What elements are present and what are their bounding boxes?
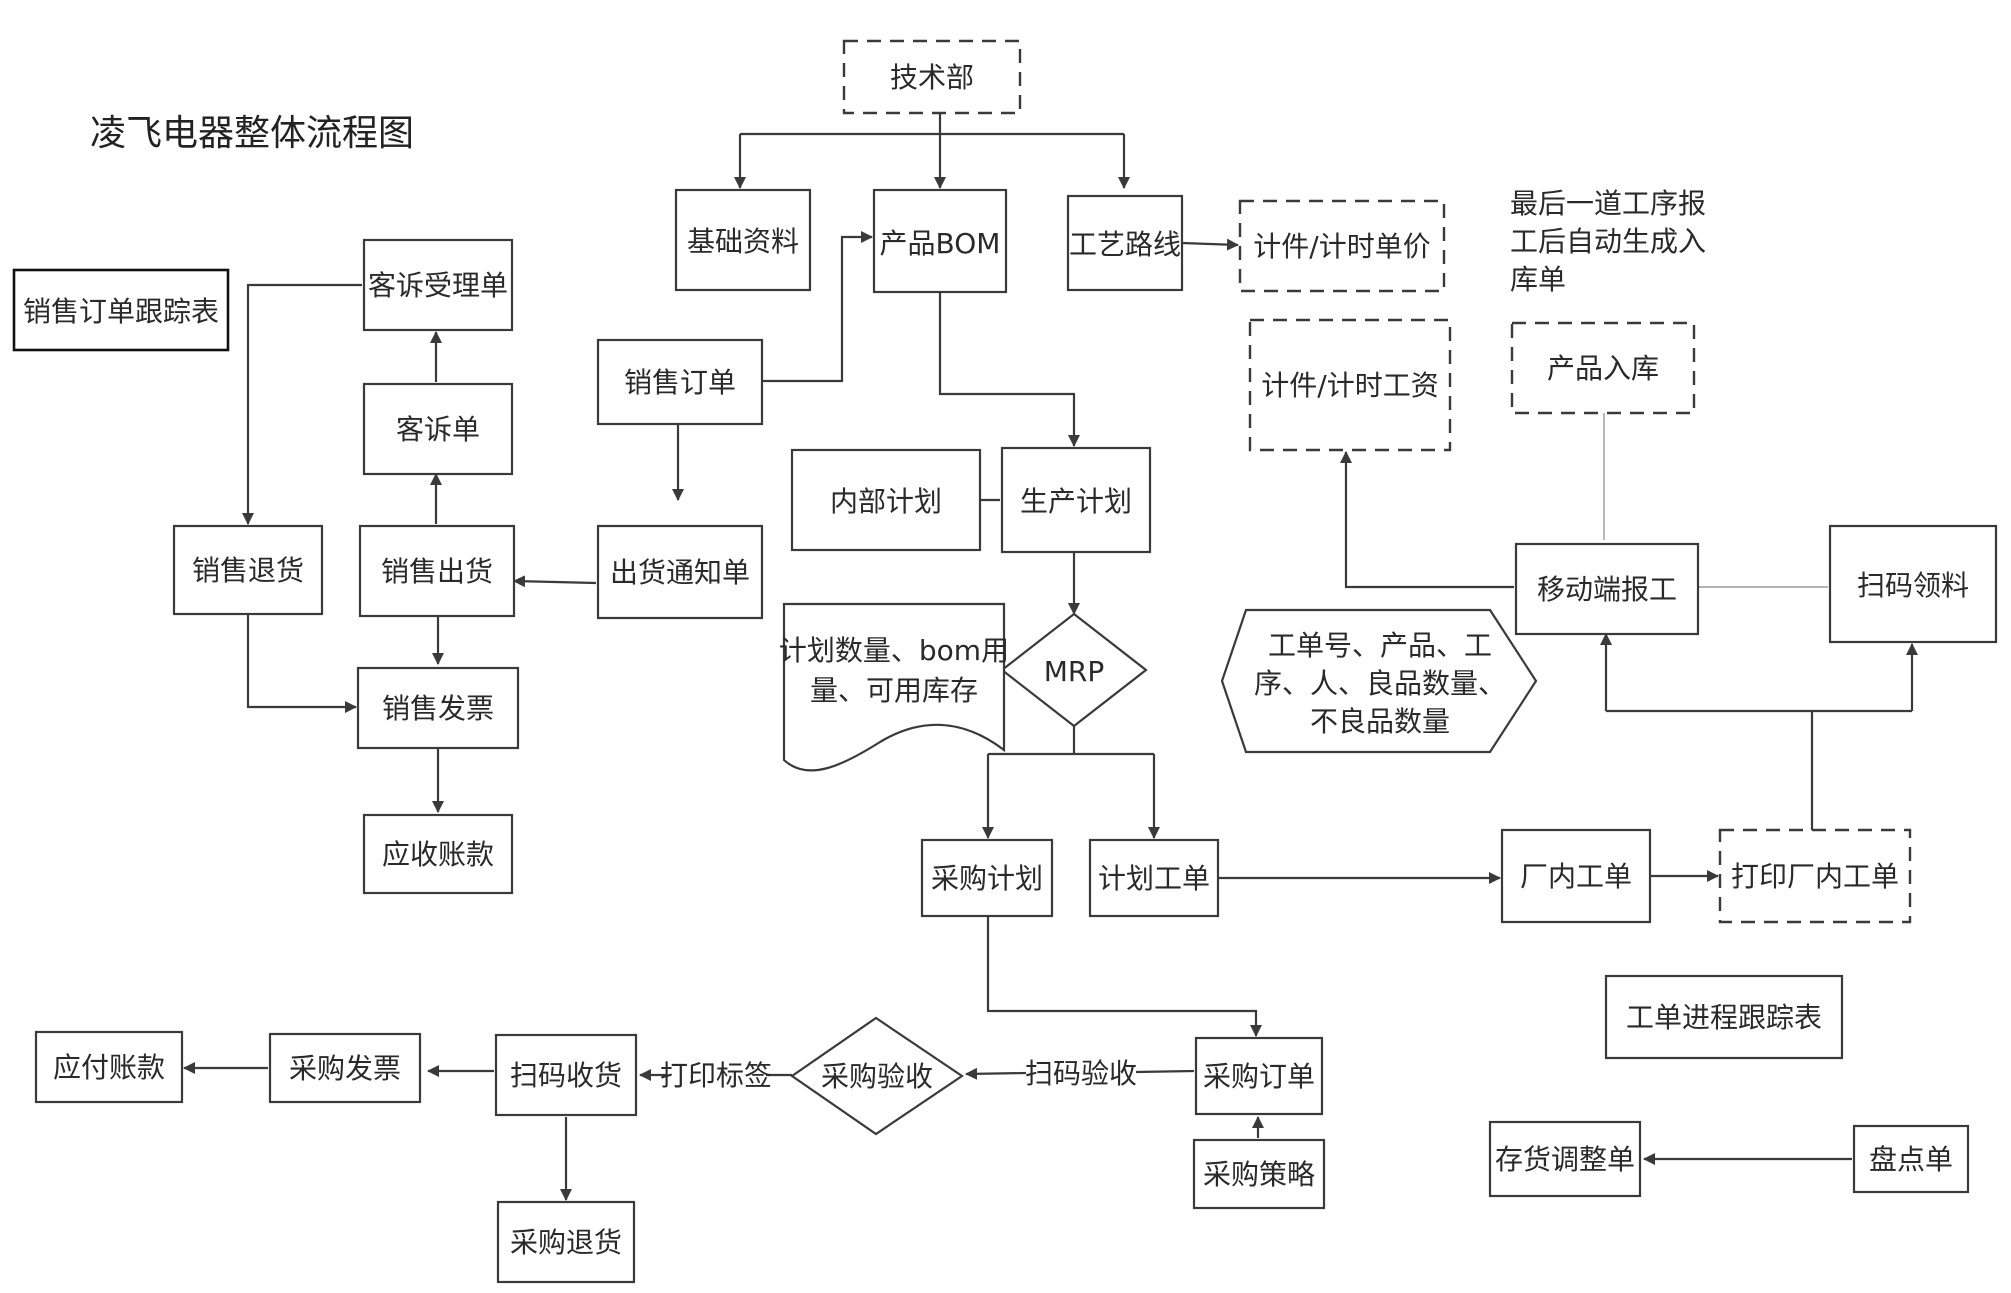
node-process-route[interactable]: 工艺路线 [1066, 194, 1184, 292]
node-purchase-strategy[interactable]: 采购策略 [1192, 1138, 1326, 1210]
node-production-plan[interactable]: 生产计划 [1000, 446, 1152, 554]
node-purchase-plan-label: 采购计划 [931, 862, 1043, 895]
node-mrp-label: MRP [1044, 655, 1105, 688]
node-purchase-inspect-label: 采购验收 [821, 1060, 933, 1093]
node-scan-pick[interactable]: 扫码领料 [1828, 524, 1998, 644]
node-sales-return[interactable]: 销售退货 [172, 524, 324, 616]
node-report-fields-line-2: 序、人、良品数量、 [1254, 667, 1506, 700]
node-report-fields-line-3: 不良品数量 [1310, 705, 1450, 738]
node-shipping-notice-label: 出货通知单 [610, 556, 750, 589]
node-piece-price[interactable]: 计件/计时单价 [1238, 199, 1446, 293]
node-receivable[interactable]: 应收账款 [362, 813, 514, 895]
node-report-fields-line-1: 工单号、产品、工 [1268, 629, 1492, 662]
edge-route-to-piece-price [1181, 238, 1239, 251]
node-stocktake-label: 盘点单 [1869, 1143, 1953, 1176]
node-purchase-strategy-label: 采购策略 [1203, 1158, 1315, 1191]
node-scan-receive[interactable]: 扫码收货 [494, 1033, 638, 1117]
node-product-stockin-label: 产品入库 [1547, 352, 1659, 385]
edge-report-to-piece-wage [1340, 451, 1514, 589]
node-tech-dept[interactable]: 技术部 [842, 39, 1022, 115]
node-mrp[interactable]: MRP [1000, 612, 1148, 728]
node-complaint-accept-label: 客诉受理单 [368, 269, 508, 302]
node-sales-order[interactable]: 销售订单 [596, 338, 764, 426]
node-sales-shipment-label: 销售出货 [381, 555, 493, 588]
note-line-1: 最后一道工序报 [1510, 187, 1706, 220]
node-payable[interactable]: 应付账款 [34, 1030, 184, 1104]
node-mobile-report-label: 移动端报工 [1537, 573, 1677, 606]
node-sales-shipment[interactable]: 销售出货 [358, 524, 516, 618]
node-complaint-accept[interactable]: 客诉受理单 [362, 238, 514, 332]
node-production-plan-label: 生产计划 [1020, 485, 1132, 518]
node-plan-workorder[interactable]: 计划工单 [1088, 838, 1220, 918]
node-shipping-notice[interactable]: 出货通知单 [596, 524, 764, 620]
node-sales-invoice[interactable]: 销售发票 [356, 666, 520, 750]
node-product-bom[interactable]: 产品BOM [872, 188, 1008, 294]
node-sales-tracking-label: 销售订单跟踪表 [23, 295, 219, 328]
node-sales-return-label: 销售退货 [192, 554, 304, 587]
node-mobile-report[interactable]: 移动端报工 [1514, 542, 1700, 636]
edge-scan-inspect-to-inspection [965, 1067, 1027, 1080]
node-sales-tracking[interactable]: 销售订单跟踪表 [12, 268, 230, 352]
node-payable-label: 应付账款 [53, 1051, 165, 1084]
node-purchase-return-label: 采购退货 [510, 1226, 622, 1259]
node-plan-doc-line-2: 量、可用库存 [810, 674, 978, 707]
node-piece-price-label: 计件/计时单价 [1253, 230, 1430, 263]
node-complaint[interactable]: 客诉单 [362, 382, 514, 476]
node-purchase-plan[interactable]: 采购计划 [920, 838, 1054, 918]
node-complaint-label: 客诉单 [396, 413, 480, 446]
node-inventory-adjust[interactable]: 存货调整单 [1488, 1120, 1642, 1198]
node-purchase-return[interactable]: 采购退货 [496, 1200, 636, 1284]
node-sales-invoice-label: 销售发票 [382, 692, 494, 725]
node-workorder-tracking-label: 工单进程跟踪表 [1626, 1001, 1822, 1034]
node-factory-workorder-label: 厂内工单 [1520, 860, 1632, 893]
edge-sales-order-to-bom [762, 231, 873, 383]
node-base-data[interactable]: 基础资料 [674, 188, 812, 292]
node-purchase-invoice-label: 采购发票 [289, 1052, 401, 1085]
edge-labels: 打印标签 扫码验收 [660, 1057, 1137, 1092]
node-piece-wage-label: 计件/计时工资 [1261, 369, 1438, 402]
node-stocktake[interactable]: 盘点单 [1852, 1124, 1970, 1194]
node-internal-plan[interactable]: 内部计划 [790, 448, 982, 552]
node-factory-workorder[interactable]: 厂内工单 [1500, 828, 1652, 924]
node-internal-plan-label: 内部计划 [830, 485, 942, 518]
node-sales-order-label: 销售订单 [624, 366, 736, 399]
node-product-stockin[interactable]: 产品入库 [1510, 321, 1696, 415]
node-receivable-label: 应收账款 [382, 838, 494, 871]
node-scan-pick-label: 扫码领料 [1857, 569, 1969, 602]
node-plan-workorder-label: 计划工单 [1098, 862, 1210, 895]
node-base-data-label: 基础资料 [687, 225, 799, 258]
node-scan-receive-label: 扫码收货 [510, 1059, 622, 1092]
node-purchase-invoice[interactable]: 采购发票 [268, 1032, 422, 1104]
edge-return-to-invoice [246, 614, 357, 713]
node-process-route-label: 工艺路线 [1069, 228, 1181, 261]
node-print-factory-workorder-label: 打印厂内工单 [1731, 860, 1899, 893]
note-line-2: 工后自动生成入 [1510, 225, 1706, 258]
node-inventory-adjust-label: 存货调整单 [1495, 1143, 1635, 1176]
edge-purchase-plan-to-order [986, 914, 1262, 1037]
edge-label-print-label: 打印标签 [660, 1059, 772, 1092]
diagram-title: 凌飞电器整体流程图 [90, 113, 414, 154]
node-product-bom-label: 产品BOM [880, 227, 1001, 260]
edge-accept-to-return [242, 283, 362, 525]
node-plan-doc[interactable]: 计划数量、bom用 量、可用库存 [779, 602, 1009, 772]
node-print-factory-workorder[interactable]: 打印厂内工单 [1718, 828, 1912, 924]
edge-bom-to-production-plan [938, 292, 1080, 447]
node-report-fields[interactable]: 工单号、产品、工 序、人、良品数量、 不良品数量 [1220, 608, 1538, 754]
edges [183, 113, 1918, 1201]
node-tech-dept-label: 技术部 [890, 61, 974, 94]
node-plan-doc-line-1: 计划数量、bom用 [779, 634, 1009, 667]
edge-order-to-scan-inspect [1135, 1069, 1195, 1074]
node-purchase-order[interactable]: 采购订单 [1194, 1036, 1324, 1116]
node-purchase-order-label: 采购订单 [1203, 1060, 1315, 1093]
auto-stockin-note: 最后一道工序报 工后自动生成入 库单 [1510, 187, 1706, 296]
node-piece-wage[interactable]: 计件/计时工资 [1248, 318, 1452, 452]
node-purchase-inspect[interactable]: 采购验收 [790, 1016, 964, 1136]
note-line-3: 库单 [1510, 263, 1566, 296]
edge-label-scan-inspect: 扫码验收 [1025, 1057, 1137, 1090]
node-workorder-tracking[interactable]: 工单进程跟踪表 [1604, 974, 1844, 1060]
edge-notice-to-shipment [513, 575, 597, 588]
